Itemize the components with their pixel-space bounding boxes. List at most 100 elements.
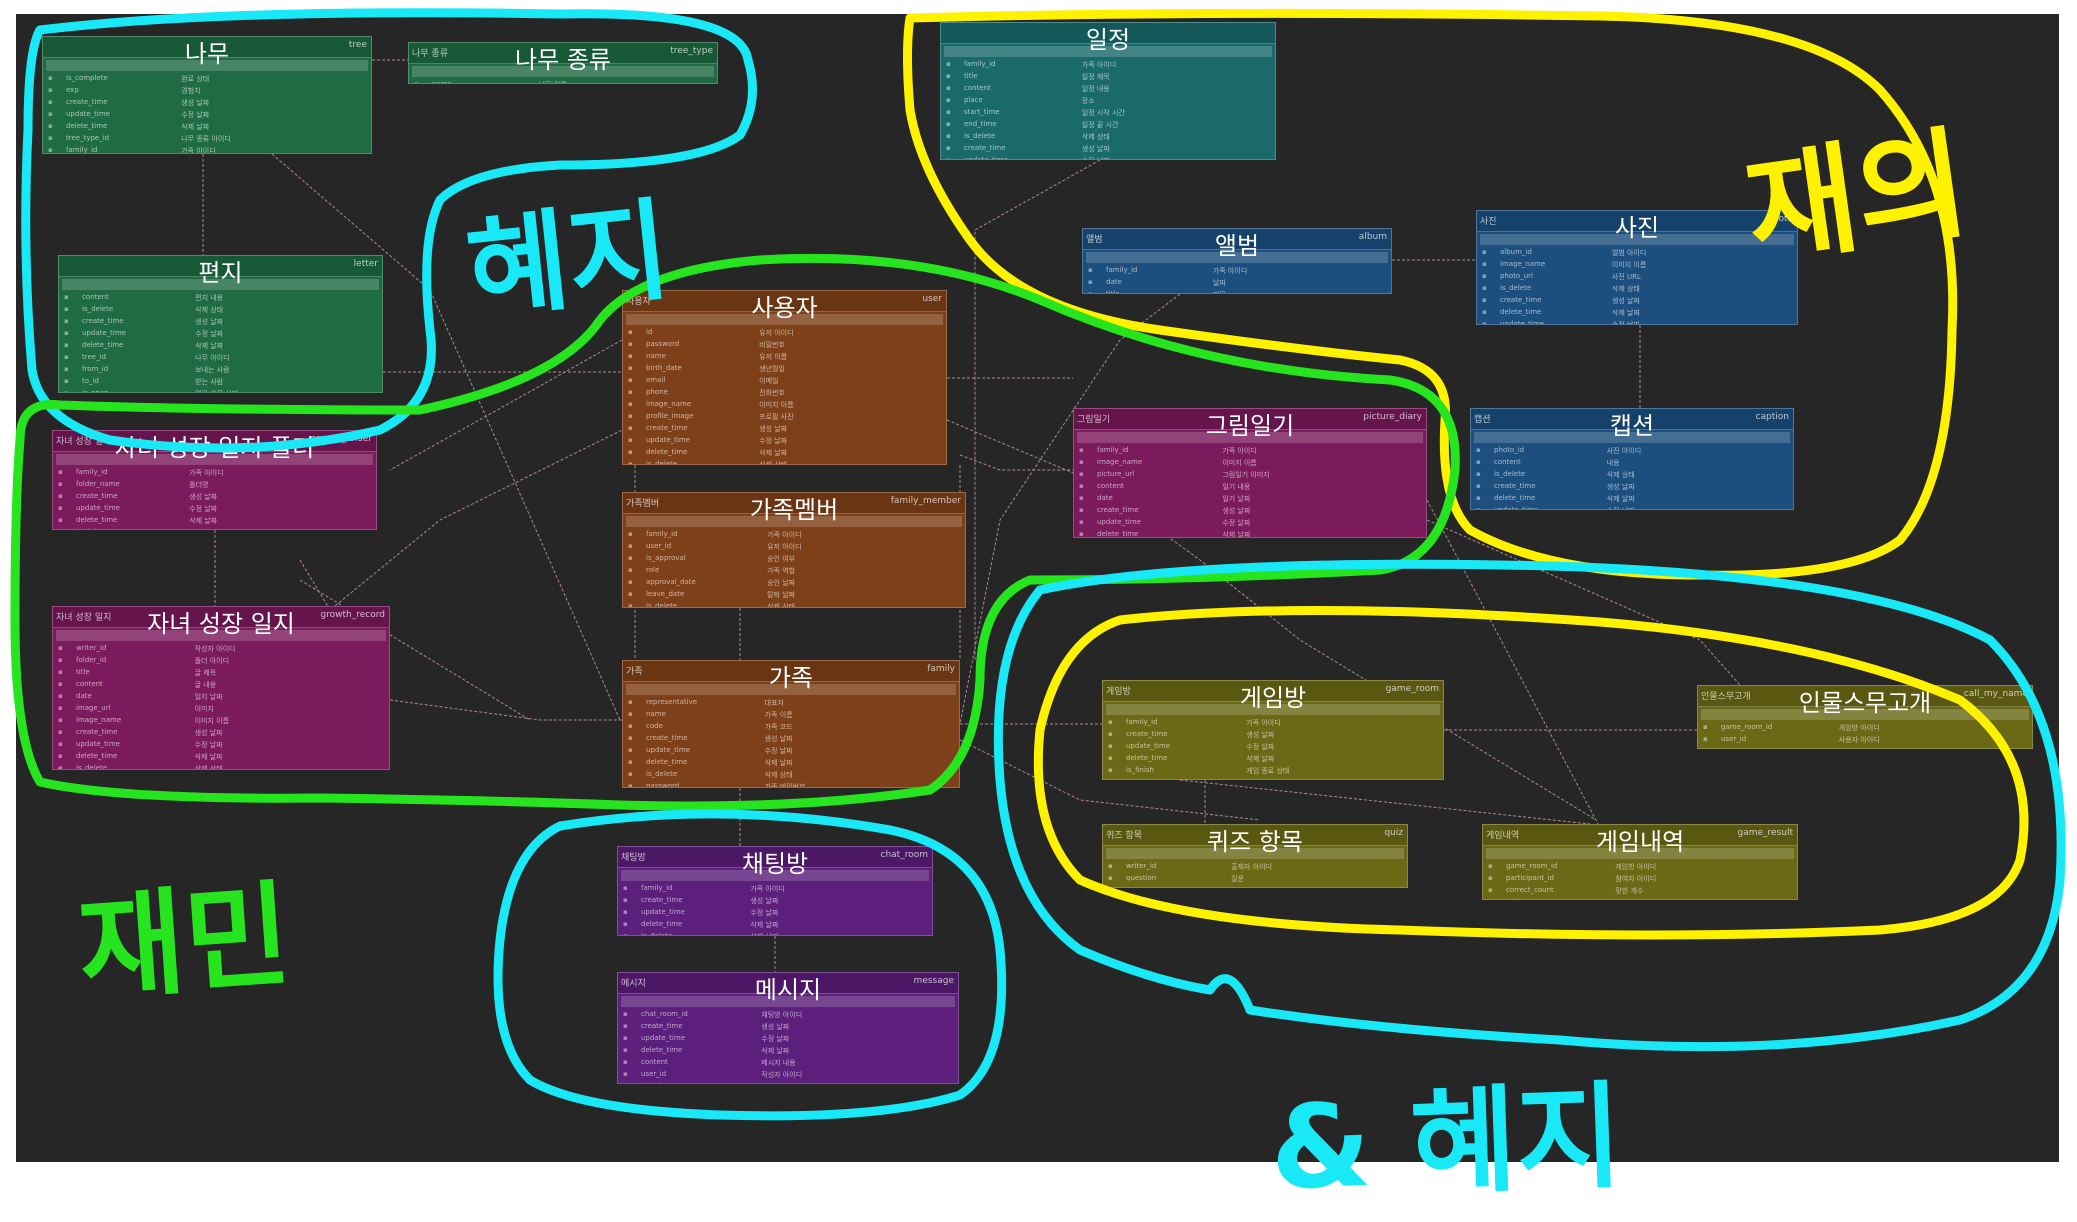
table-row[interactable]: ▪title제목: [1086, 289, 1388, 293]
table-row[interactable]: ▪answer정답: [1106, 885, 1404, 887]
table-header[interactable]: 일정: [941, 23, 1275, 54]
table-row[interactable]: ▪is_open열람 유무 상태: [62, 388, 379, 392]
table-row[interactable]: ▪rank순위: [1486, 897, 1794, 899]
table-row[interactable]: ▪person정해진 인물: [1701, 746, 2029, 748]
